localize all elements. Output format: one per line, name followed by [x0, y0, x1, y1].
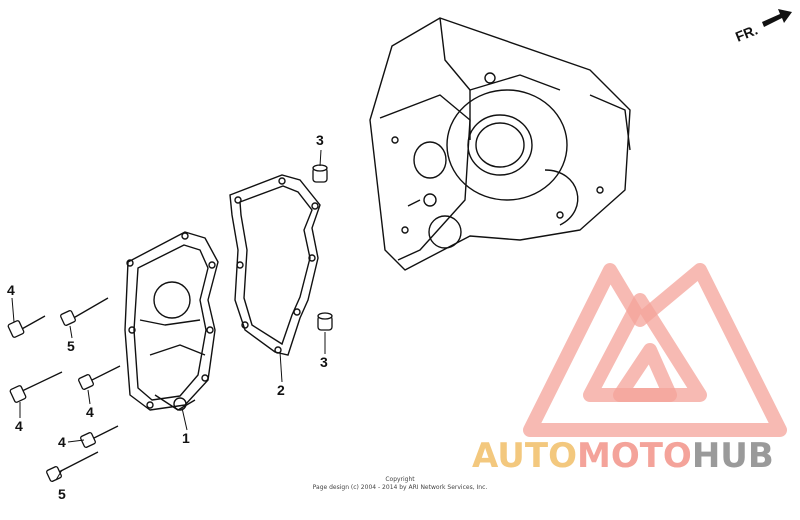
copyright-line-2: Page design (c) 2004 - 2014 by ARI Netwo… — [312, 484, 488, 491]
copyright-notice: Copyright Page design (c) 2004 - 2014 by… — [300, 476, 500, 492]
gasket — [229, 174, 321, 356]
side-cover — [124, 231, 219, 411]
copyright-line-1: Copyright — [385, 476, 415, 483]
callout-3-top: 3 — [316, 132, 324, 148]
bolts — [7, 297, 121, 482]
front-direction-arrow — [762, 9, 792, 27]
callout-2: 2 — [277, 382, 285, 398]
callout-4-b: 4 — [15, 418, 23, 434]
callout-4-d: 4 — [58, 434, 66, 450]
watermark-brand: AUTOMOTOHUB — [472, 436, 774, 476]
brand-moto: MOTO — [576, 436, 692, 476]
brand-auto: AUTO — [472, 436, 577, 476]
callout-4-a: 4 — [7, 282, 15, 298]
callout-5-a: 5 — [67, 338, 75, 354]
brand-hub: HUB — [691, 436, 774, 476]
watermark-logo — [523, 263, 787, 437]
callout-4-c: 4 — [86, 404, 94, 420]
dowel-pins — [312, 164, 333, 331]
callout-3-bottom: 3 — [320, 354, 328, 370]
transmission-case — [369, 17, 631, 271]
leader-lines — [11, 149, 326, 481]
callout-1: 1 — [182, 430, 190, 446]
callout-5-b: 5 — [58, 486, 66, 502]
